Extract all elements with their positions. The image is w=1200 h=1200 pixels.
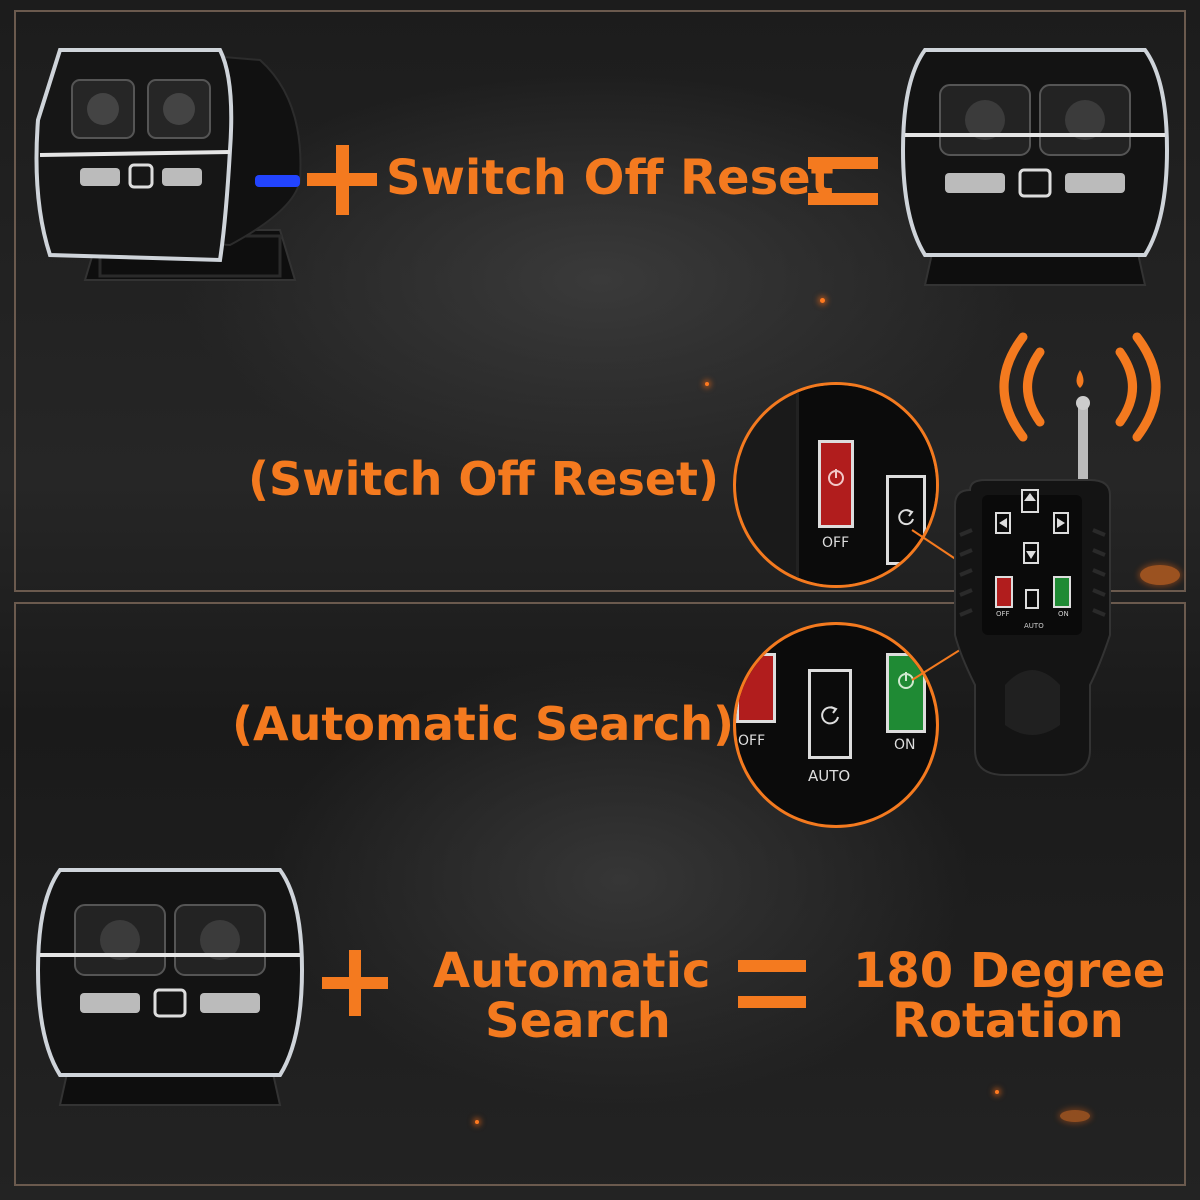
automatic-search-caption: (Automatic Search) [232, 697, 735, 751]
spotlight-image-left-bottom [35, 868, 305, 1106]
off-button-zoom [818, 440, 854, 528]
zoom-callout-auto: OFF AUTO ON [733, 622, 939, 828]
switch-off-reset-caption: (Switch Off Reset) [248, 452, 720, 506]
power-icon [828, 469, 844, 486]
remote-on-label: ON [1058, 610, 1069, 618]
off-label-zoom: OFF [822, 535, 850, 551]
bottom-panel [14, 602, 1186, 1186]
ember-glow [1140, 565, 1180, 585]
rotation-result-line1: 180 Degree [853, 943, 1166, 999]
zoom-callout-off: OFF [733, 382, 939, 588]
plus-icon [307, 145, 377, 215]
ember-glow [1060, 1110, 1090, 1122]
remote-auto-label: AUTO [1024, 622, 1044, 630]
equals-icon [738, 960, 806, 1008]
switch-off-reset-label: Switch Off Reset [386, 150, 834, 206]
auto-button-zoom [808, 669, 852, 759]
power-icon [898, 672, 914, 689]
plus-icon [322, 950, 388, 1016]
rotate-icon [821, 706, 839, 725]
ember-spark [995, 1090, 999, 1094]
equals-icon [808, 157, 878, 205]
on-label-zoom: ON [894, 737, 916, 753]
signal-waves-icon [999, 332, 1161, 442]
top-panel [14, 10, 1186, 592]
rotate-icon [898, 509, 914, 526]
ember-spark [820, 298, 825, 303]
automatic-search-line2: Search [485, 993, 671, 1049]
auto-label-zoom: AUTO [808, 767, 851, 785]
remote-control-image [954, 396, 1111, 776]
remote-off-label: OFF [996, 610, 1010, 618]
spotlight-image-right-top [900, 48, 1170, 286]
automatic-search-line1: Automatic [433, 943, 711, 999]
spotlight-image-left-top [34, 48, 302, 281]
off-label-zoom2: OFF [738, 733, 766, 749]
on-button-zoom [886, 653, 926, 733]
ember-spark [705, 382, 709, 386]
rotation-result-line2: Rotation [892, 993, 1124, 1049]
ember-spark [475, 1120, 479, 1124]
